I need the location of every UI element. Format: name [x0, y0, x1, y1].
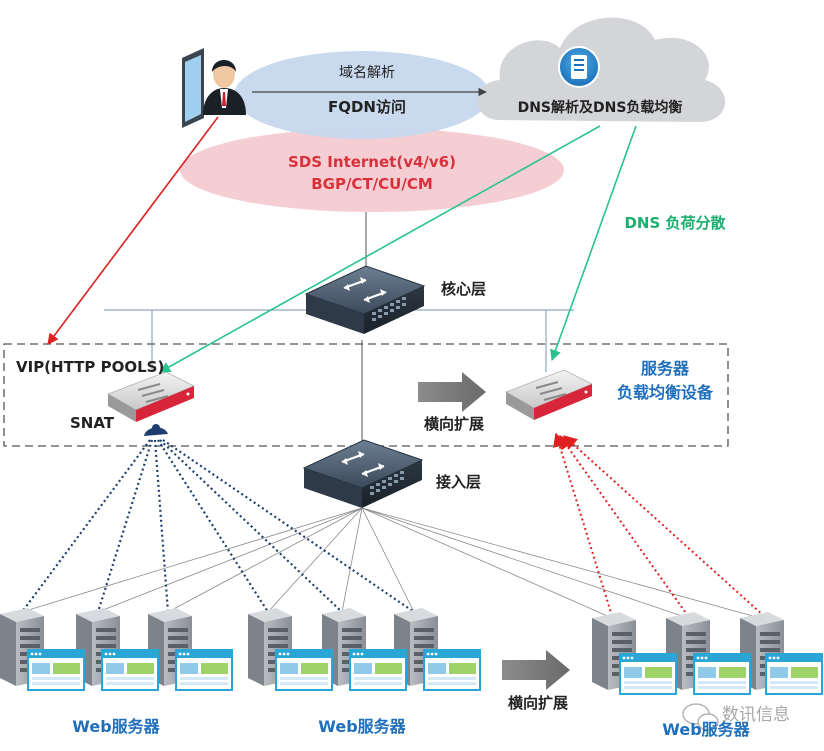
web-servers-label-3: Web服务器 [662, 720, 750, 739]
sds-internet-label: SDS Internet(v4/v6) [288, 153, 456, 171]
expand-arrow-bottom-icon [502, 650, 570, 690]
dns-lb-label: DNS解析及DNS负载均衡 [518, 99, 683, 116]
access-switch-icon [302, 438, 424, 510]
web-page-icon [275, 649, 333, 691]
web-page-icon [101, 649, 159, 691]
access-to-server-links [21, 507, 761, 619]
server-lb-label-line2: 负载均衡设备 [617, 383, 714, 402]
web-page-icon [619, 653, 677, 695]
vip-label: VIP(HTTP POOLS) [16, 358, 164, 376]
fqdn-access-label: FQDN访问 [328, 98, 406, 116]
tablet-icon [182, 48, 204, 128]
wechat-logo-icon [682, 703, 719, 731]
web-page-icon [693, 653, 751, 695]
core-switch-icon [304, 264, 426, 336]
user-to-vip-arrow [47, 116, 219, 345]
snat-label: SNAT [70, 414, 115, 432]
fqdn-oval [234, 51, 490, 139]
horizontal-expansion-bottom-label: 横向扩展 [508, 694, 568, 712]
snat-connector-icon [144, 424, 168, 436]
web-page-icon [423, 649, 481, 691]
lb-device-left-icon [107, 371, 195, 423]
horizontal-expansion-top-label: 横向扩展 [424, 415, 484, 433]
snat-to-server-dotted-links [21, 439, 415, 613]
core-layer-label: 核心层 [441, 280, 486, 298]
access-layer-label: 接入层 [436, 473, 481, 491]
lb-device-right-icon [505, 369, 593, 421]
dns-to-lb-arrow [550, 125, 637, 362]
dns-to-vip-arrow [159, 125, 601, 373]
web-servers-label-2: Web服务器 [318, 717, 406, 736]
dns-load-dispersion-label: DNS 负荷分散 [624, 214, 726, 232]
user-icon [203, 60, 246, 115]
web-page-icon [765, 653, 823, 695]
dns-resolve-label: 域名解析 [339, 65, 395, 81]
web-page-icon [175, 649, 233, 691]
sds-carriers-label: BGP/CT/CU/CM [311, 175, 433, 193]
watermark-label: 数讯信息 [722, 705, 790, 725]
expand-arrow-top-icon [418, 372, 486, 412]
dns-server-icon [558, 46, 600, 88]
web-page-icon [349, 649, 407, 691]
server-lb-label-line1: 服务器 [641, 359, 690, 378]
server-to-lb-dotted-arrows [553, 432, 765, 617]
web-page-icon [27, 649, 85, 691]
web-servers-label-1: Web服务器 [72, 717, 160, 736]
dns-cloud [477, 17, 726, 122]
sds-internet-oval [180, 128, 564, 212]
